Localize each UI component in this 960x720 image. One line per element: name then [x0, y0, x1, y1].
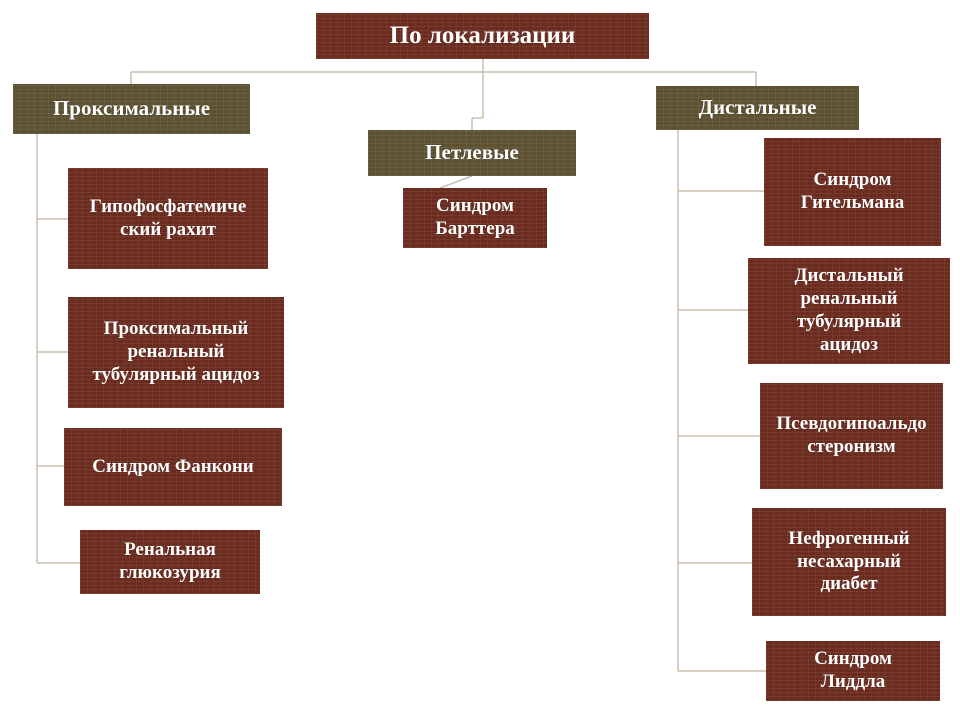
root-label: По локализации	[389, 22, 576, 49]
item-label: Ренальная глюкозурия	[119, 539, 221, 583]
item-label: Синдром Лиддла	[814, 648, 892, 692]
category-proximal-label: Проксимальные	[52, 96, 211, 121]
item-label: Синдром Гительмана	[800, 169, 905, 213]
item-renal-glucosuria: Ренальная глюкозурия	[80, 530, 260, 594]
item-label: Нефрогенный несахарный диабет	[788, 527, 910, 595]
item-bartter-syndrome: Синдром Барттера	[403, 188, 547, 248]
item-label: Синдром Фанкони	[92, 455, 254, 477]
category-distal-label: Дистальные	[698, 95, 817, 120]
item-pseudohypoaldosteronism: Псевдогипоальдо стеронизм	[760, 383, 943, 489]
item-label: Гипофосфатемиче ский рахит	[89, 195, 247, 240]
category-distal: Дистальные	[656, 86, 859, 130]
root-node: По локализации	[316, 13, 649, 59]
category-proximal: Проксимальные	[13, 84, 250, 134]
item-hypophosphatemic-rickets: Гипофосфатемиче ский рахит	[68, 168, 268, 269]
item-fanconi-syndrome: Синдром Фанкони	[64, 428, 282, 506]
item-proximal-rta: Проксимальный ренальный тубулярный ацидо…	[68, 297, 284, 408]
item-label: Проксимальный ренальный тубулярный ацидо…	[92, 318, 260, 385]
category-loop-label: Петлевые	[425, 140, 519, 165]
item-label: Псевдогипоальдо стеронизм	[776, 413, 927, 457]
item-distal-rta: Дистальный ренальный тубулярный ацидоз	[748, 258, 950, 364]
item-label: Синдром Барттера	[435, 195, 515, 239]
item-nephrogenic-diabetes-insipidus: Нефрогенный несахарный диабет	[752, 508, 946, 616]
item-label: Дистальный ренальный тубулярный ацидоз	[794, 265, 904, 355]
item-gitelman-syndrome: Синдром Гительмана	[764, 138, 941, 246]
category-loop: Петлевые	[368, 130, 576, 176]
item-liddle-syndrome: Синдром Лиддла	[766, 641, 940, 701]
